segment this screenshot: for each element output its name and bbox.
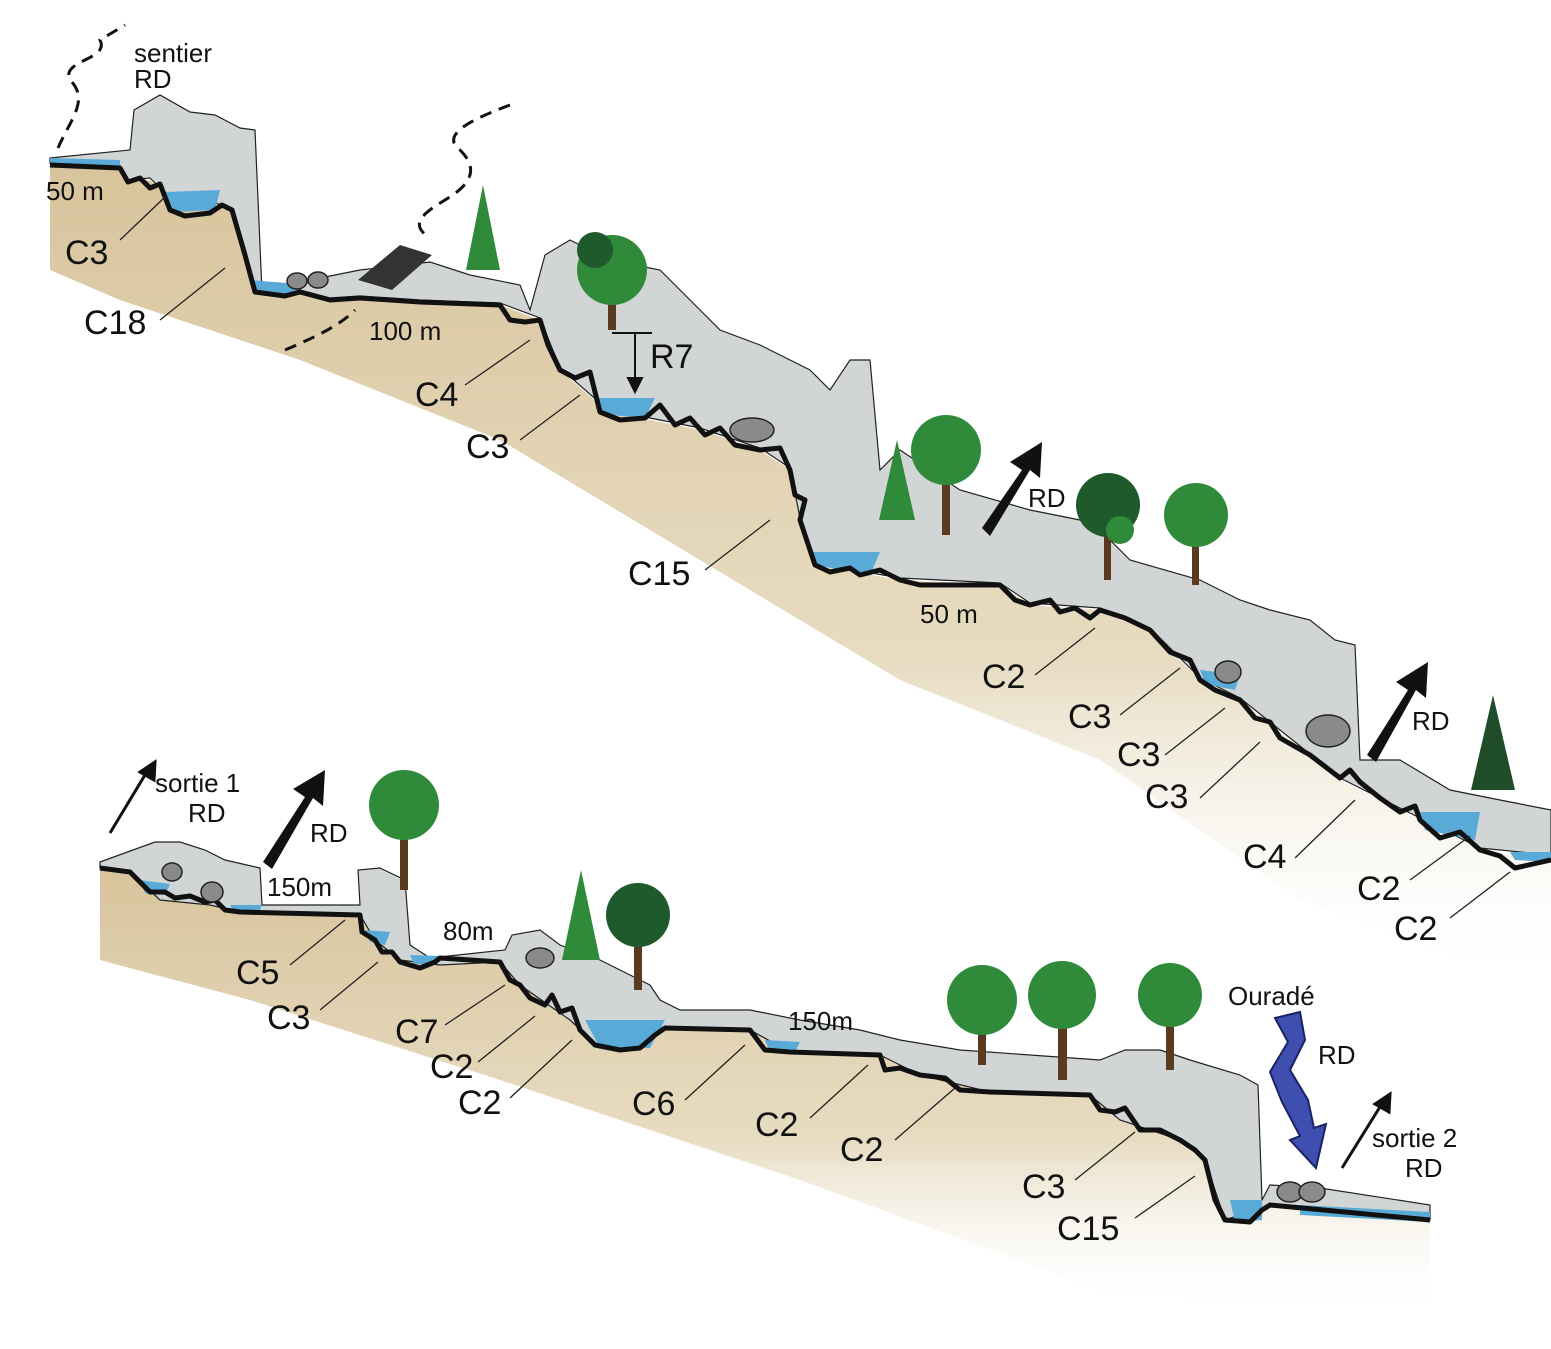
lower-bed-line [99,865,1431,1225]
r7-marker [612,332,652,395]
label-distance-50m-2: 50 m [920,599,978,629]
label-sortie-1: sortie 1 [155,768,241,798]
label-c2-3: C2 [1394,910,1438,948]
label-c6: C6 [632,1085,676,1123]
label-distance-100m: 100 m [369,316,442,346]
label-sortie-1-rd: RD [188,798,226,828]
label-c15-1: C15 [628,555,691,593]
label-rd-1: RD [1028,483,1066,513]
label-c3-2: C3 [466,428,510,466]
trees [369,185,1515,1080]
label-c2-4: C2 [430,1048,474,1086]
tree-1 [577,232,647,330]
label-c2-5: C2 [458,1084,502,1122]
label-c3-7: C3 [1022,1168,1066,1206]
label-distance-80m: 80m [443,916,494,946]
label-c7: C7 [395,1013,439,1051]
tree-6 [606,883,670,990]
label-c2-2: C2 [1357,870,1401,908]
tree-9 [1138,963,1202,1070]
ourade-arrow [1268,1010,1328,1171]
trails [56,23,511,352]
label-ourade: Ouradé [1228,981,1315,1011]
label-sentier-rd: RD [134,64,172,94]
upper-earth [50,165,1551,990]
conifer-3 [1471,695,1515,790]
label-distance-50m-1: 50 m [46,176,104,206]
tree-3 [1076,473,1140,580]
label-sentier: sentier [134,38,213,68]
lower-earth [100,868,1430,1320]
conifer-4 [562,870,600,960]
label-c4-2: C4 [1243,838,1287,876]
label-distance-150m-2: 150m [788,1006,854,1036]
sortie-arrows [108,759,1392,1169]
label-c2-1: C2 [982,658,1026,696]
upper-bed-line [49,162,1551,871]
label-r7: R7 [650,338,694,376]
lower-rock [99,841,1431,1221]
label-c3-6: C3 [267,999,311,1037]
label-c2-6: C2 [755,1106,799,1144]
upper-water [50,158,1551,862]
label-c2-7: C2 [840,1131,884,1169]
label-c15-2: C15 [1057,1210,1120,1248]
tree-8 [1028,961,1096,1080]
label-rd-2: RD [1412,706,1450,736]
leader-lines [119,196,1511,1219]
label-c3-5: C3 [1145,778,1189,816]
label-c3-1: C3 [65,234,109,272]
label-sortie-2: sortie 2 [1372,1123,1458,1153]
label-distance-150m-1: 150m [267,872,333,902]
label-c5: C5 [236,954,280,992]
label-rd-3: RD [310,818,348,848]
rd-arrow-2 [1367,662,1428,762]
label-sortie-2-rd: RD [1405,1153,1443,1183]
label-c3-3: C3 [1068,698,1112,736]
tree-2 [911,415,981,535]
conifer-1 [466,185,500,270]
rd-arrow-3 [263,770,325,869]
tree-7 [947,965,1017,1065]
label-c3-4: C3 [1117,736,1161,774]
boulders [161,271,1351,1203]
label-c4-1: C4 [415,376,459,414]
lower-profile [99,841,1431,1320]
conifer-2 [879,440,915,520]
upper-profile [49,94,1551,990]
rd-arrows [263,442,1428,869]
footbridge [358,245,432,290]
rd-arrow-1 [982,442,1042,536]
label-c18: C18 [84,304,147,342]
tree-4 [1164,483,1228,585]
label-ourade-rd: RD [1318,1040,1356,1070]
tree-5 [369,770,439,890]
